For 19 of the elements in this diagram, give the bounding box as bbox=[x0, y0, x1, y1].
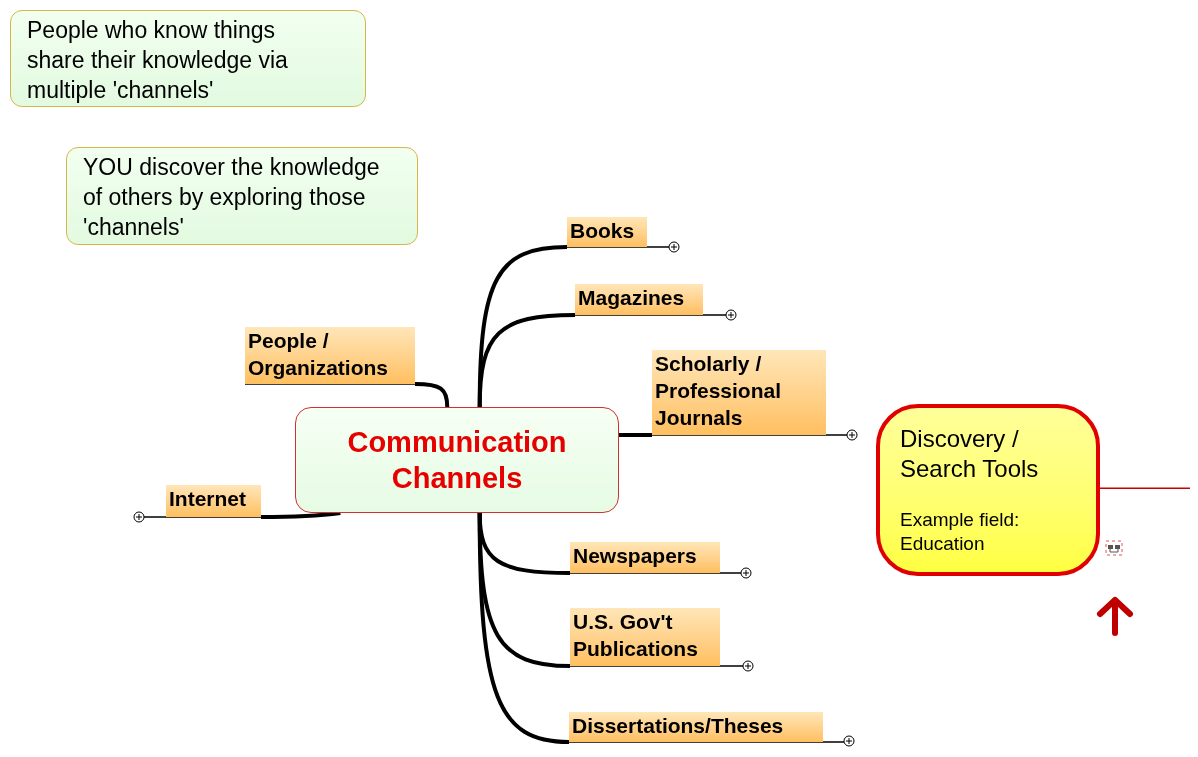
callout-heading: Discovery / Search Tools bbox=[900, 424, 1040, 484]
branch-line bbox=[619, 433, 652, 437]
topic-label: Magazines bbox=[575, 284, 703, 315]
topic-label: People / Organizations bbox=[245, 327, 415, 384]
callout-bubble bbox=[876, 404, 1100, 576]
callout-text: Example field: Education bbox=[900, 508, 1021, 556]
topic-label: U.S. Gov't Publications bbox=[570, 608, 720, 666]
topic-label: Scholarly / Professional Journals bbox=[652, 350, 826, 435]
branch-line bbox=[261, 511, 341, 519]
topic-label: Books bbox=[567, 217, 647, 247]
central-topic-box: Communication Channels bbox=[295, 407, 619, 513]
topic-label: Internet bbox=[166, 485, 261, 517]
branch-line bbox=[477, 512, 570, 744]
branch-line bbox=[477, 313, 576, 408]
note-box: People who know things share their knowledge via multiple 'channels' bbox=[10, 10, 366, 107]
branch-line bbox=[1099, 487, 1191, 490]
topic-label: Newspapers bbox=[570, 542, 720, 573]
note-box: YOU discover the knowledge of others by exploring those 'channels' bbox=[66, 147, 418, 245]
topic-label: Dissertations/Theses bbox=[569, 712, 823, 742]
